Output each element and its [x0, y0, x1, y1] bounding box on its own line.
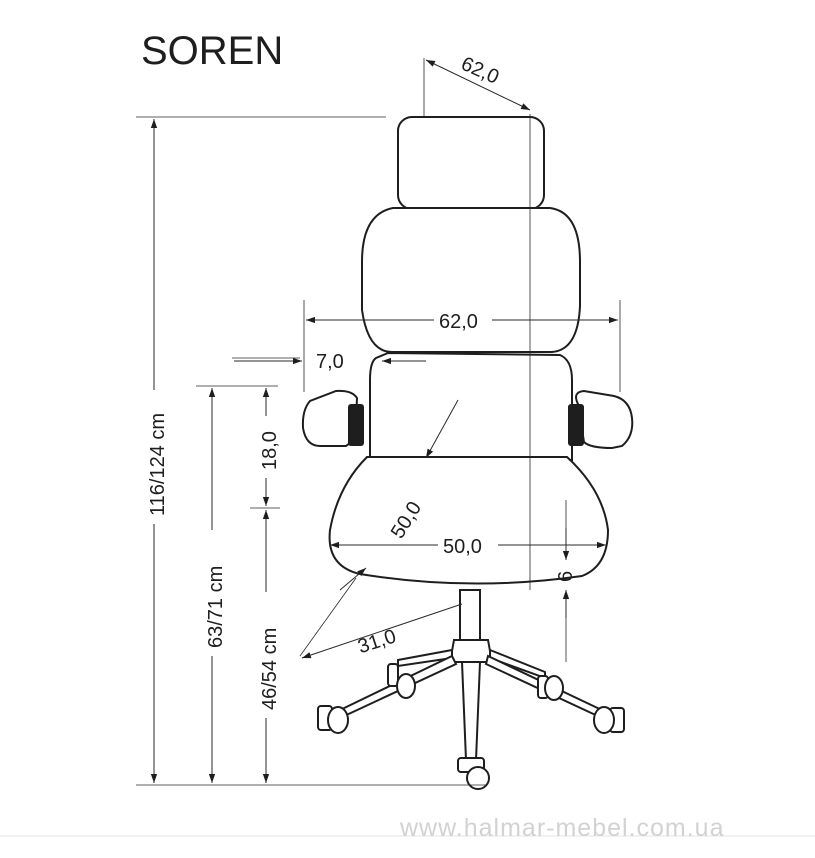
right-armrest-bracket [568, 404, 584, 446]
upper-backrest [361, 207, 581, 353]
caster-right-front [593, 706, 625, 734]
label-headrest-depth: 62,0 [458, 53, 503, 89]
label-armrest-width: 7,0 [316, 351, 344, 373]
right-armrest [575, 389, 634, 450]
extension-lines [136, 58, 621, 786]
left-armrest [301, 389, 359, 447]
label-total-height: 116/124 cm [147, 413, 169, 516]
base-leg-center [460, 661, 482, 761]
label-seat-width: 50,0 [443, 536, 482, 558]
watermark-url: www.halmar-mebel.com.ua [399, 814, 725, 842]
label-base-radius: 31,0 [355, 625, 399, 658]
seat [328, 456, 610, 585]
label-seat-thickness: 6 [555, 571, 577, 582]
gas-lift [459, 589, 481, 641]
lumbar-backrest [369, 351, 573, 461]
caster-right-back [537, 675, 564, 701]
label-seat-height: 46/54 cm [259, 628, 281, 710]
chair-outline [301, 116, 634, 790]
caster-center [457, 757, 490, 790]
label-armrest-height: 18,0 [259, 431, 281, 470]
headrest [397, 116, 545, 210]
label-total-width: 62,0 [439, 311, 478, 333]
left-armrest-bracket [348, 404, 364, 446]
product-title: SOREN [141, 29, 283, 73]
label-armrest-total-height: 63/71 cm [205, 566, 227, 648]
caster-left-back [387, 663, 416, 699]
caster-left-front [317, 705, 349, 734]
base-hub [448, 639, 494, 663]
dimension-labels: 62,0 62,0 7,0 116/124 cm 63/71 cm 18,0 4… [143, 53, 577, 718]
